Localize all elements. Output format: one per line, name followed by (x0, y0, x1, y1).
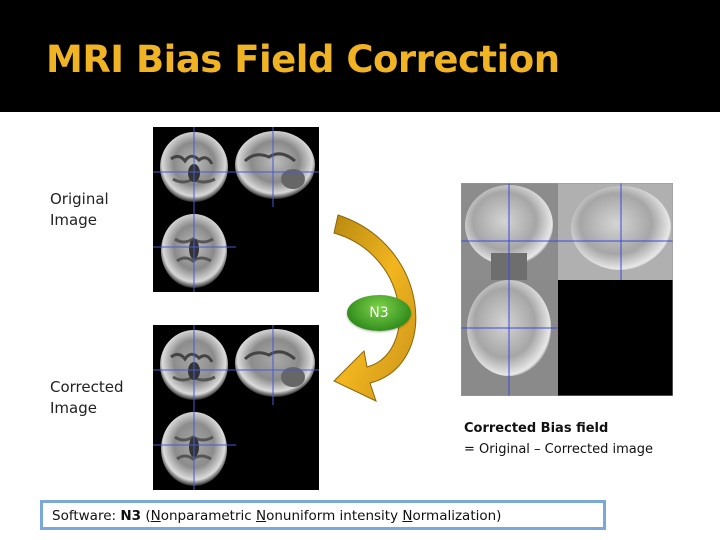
corrected-label-line-1: Corrected (50, 377, 124, 398)
title-bar: MRI Bias Field Correction (0, 0, 720, 112)
original-image-label: Original Image (50, 189, 109, 231)
software-text: Software: N3 (Nonparametric Nonuniform i… (52, 508, 501, 524)
corrected-label-line-2: Image (50, 398, 124, 419)
caption-line-2: = Original – Corrected image (464, 439, 653, 460)
software-initial-2: N (256, 508, 266, 524)
software-open-paren: ( (141, 508, 151, 524)
bias-field-image (461, 183, 673, 396)
n3-badge: N3 (347, 295, 411, 331)
bias-field-caption: Corrected Bias field = Original – Correc… (464, 418, 653, 460)
original-label-line-1: Original (50, 189, 109, 210)
software-initial-1: N (151, 508, 161, 524)
slide-title: MRI Bias Field Correction (46, 38, 560, 81)
software-word-3: ormalization) (412, 508, 501, 524)
software-word-1: onparametric (161, 508, 256, 524)
software-word-2: onuniform intensity (266, 508, 402, 524)
original-mri-panel (153, 127, 319, 292)
corrected-image-label: Corrected Image (50, 377, 124, 419)
software-box: Software: N3 (Nonparametric Nonuniform i… (40, 500, 606, 530)
bias-field-panel (461, 183, 673, 396)
original-label-line-2: Image (50, 210, 109, 231)
caption-line-1: Corrected Bias field (464, 418, 653, 439)
software-initial-3: N (402, 508, 412, 524)
software-name: N3 (120, 508, 141, 524)
corrected-mri-panel (153, 325, 319, 490)
software-prefix: Software: (52, 508, 120, 524)
original-mri-image (153, 127, 319, 292)
corrected-mri-image (153, 325, 319, 490)
